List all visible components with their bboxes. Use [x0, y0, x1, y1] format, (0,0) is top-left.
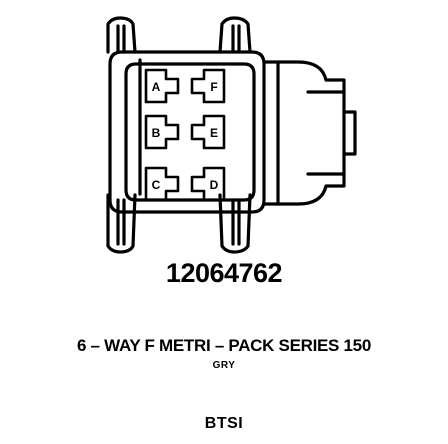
terminal-cavity: B [144, 114, 180, 150]
terminal-letter: C [152, 178, 161, 192]
terminal-outline [190, 166, 226, 202]
terminal-cavity: F [190, 68, 226, 104]
connector-description: 6 – WAY F METRI – PACK SERIES 150 [76, 336, 371, 355]
code-label: BTSI [204, 415, 244, 432]
connector-body [262, 60, 357, 206]
part-number: 12064762 [165, 258, 283, 288]
terminal-cavity: E [190, 114, 226, 150]
terminal-outline [144, 68, 180, 104]
terminal-outline [144, 114, 180, 150]
terminal-letter: F [210, 80, 217, 94]
terminal-outline [190, 68, 226, 104]
connector-housing [108, 50, 266, 214]
terminal-cavity: A [144, 68, 180, 104]
terminal-outline [190, 114, 226, 150]
terminal-letter: A [152, 80, 161, 94]
terminal-outline [144, 166, 180, 202]
terminal-letter: B [152, 126, 161, 140]
left-lock-post [106, 16, 142, 254]
terminal-cavity: C [144, 166, 180, 202]
terminal-cavity: D [190, 166, 226, 202]
terminal-letter: E [210, 126, 218, 140]
color-code: GRY [212, 360, 236, 371]
connector-face [124, 62, 256, 202]
terminal-letter: D [210, 178, 219, 192]
right-lock-post [218, 16, 252, 254]
terminal-grid: A F B E C D [144, 68, 226, 202]
